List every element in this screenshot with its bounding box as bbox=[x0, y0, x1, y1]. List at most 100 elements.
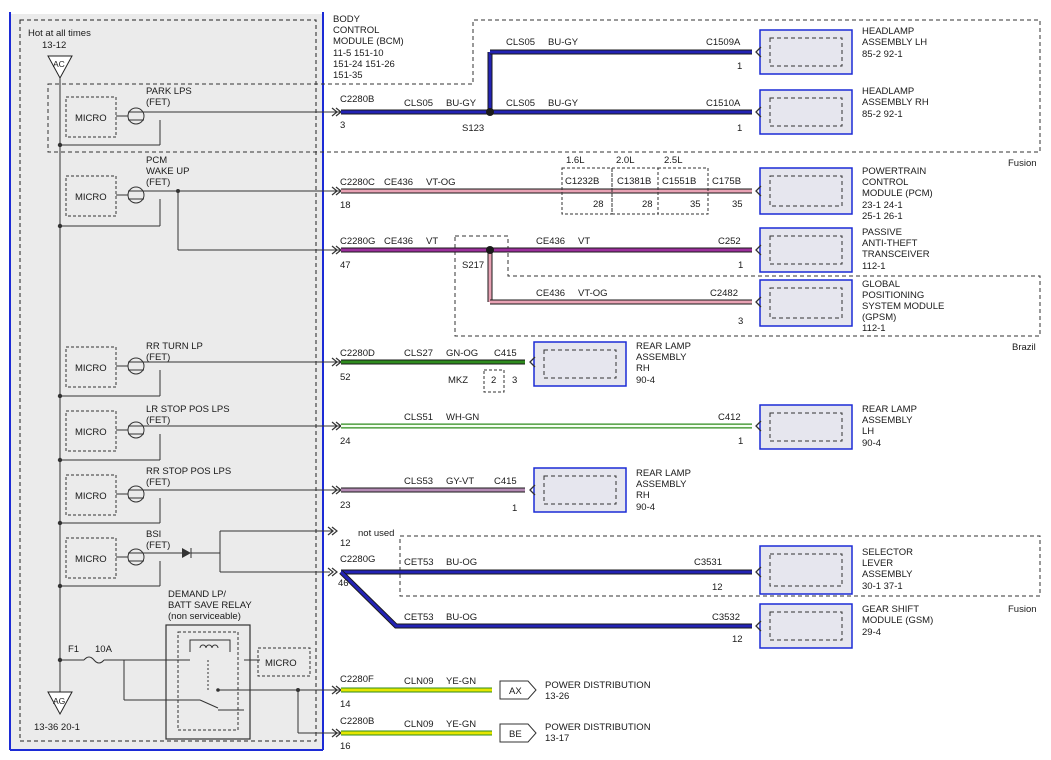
ag-label: AG bbox=[53, 696, 65, 706]
svg-text:1: 1 bbox=[512, 503, 517, 514]
svg-text:ASSEMBLY LH: ASSEMBLY LH bbox=[862, 37, 927, 48]
svg-text:CLS27: CLS27 bbox=[404, 348, 433, 359]
bsi-fet: MICRO BSI (FET) bbox=[60, 529, 332, 587]
svg-text:CLN09: CLN09 bbox=[404, 719, 434, 730]
svg-text:35: 35 bbox=[732, 199, 743, 210]
svg-text:1.6L: 1.6L bbox=[566, 155, 585, 166]
relay-micro bbox=[257, 647, 311, 677]
svg-text:90-4: 90-4 bbox=[636, 375, 655, 386]
svg-text:14: 14 bbox=[340, 699, 351, 710]
svg-text:ASSEMBLY RH: ASSEMBLY RH bbox=[862, 97, 929, 108]
svg-text:MICRO: MICRO bbox=[75, 491, 107, 502]
svg-text:23: 23 bbox=[340, 500, 351, 511]
svg-text:CLS05: CLS05 bbox=[506, 98, 535, 109]
bcm-title-1: BODY bbox=[333, 14, 361, 25]
fuse-rating: 10A bbox=[95, 644, 113, 655]
svg-text:AX: AX bbox=[509, 686, 522, 697]
svg-text:MICRO: MICRO bbox=[75, 427, 107, 438]
svg-text:C2280C: C2280C bbox=[340, 177, 375, 188]
svg-text:PCM: PCM bbox=[146, 155, 167, 166]
svg-text:C3531: C3531 bbox=[694, 557, 722, 568]
svg-text:29-4: 29-4 bbox=[862, 627, 881, 638]
svg-text:BE: BE bbox=[509, 729, 522, 740]
svg-text:REAR LAMP: REAR LAMP bbox=[636, 468, 691, 479]
svg-text:C2280B: C2280B bbox=[340, 716, 374, 727]
svg-text:C1381B: C1381B bbox=[617, 176, 651, 187]
relay-micro-label: MICRO bbox=[265, 658, 297, 669]
pats-box bbox=[755, 227, 853, 273]
svg-text:WAKE UP: WAKE UP bbox=[146, 166, 189, 177]
rear-lamp-rh-stop-box bbox=[529, 467, 627, 513]
fusion-region-headlamp bbox=[47, 19, 1041, 153]
demand-label-2: BATT SAVE RELAY bbox=[168, 600, 252, 611]
lr-stop-fet: MICRO LR STOP POS LPS (FET) bbox=[60, 404, 340, 461]
svg-text:MODULE (PCM): MODULE (PCM) bbox=[862, 188, 933, 199]
svg-text:MICRO: MICRO bbox=[75, 192, 107, 203]
svg-text:VT: VT bbox=[578, 236, 590, 247]
svg-text:VT-OG: VT-OG bbox=[578, 288, 608, 299]
engine-connectors bbox=[561, 167, 709, 215]
svg-text:12: 12 bbox=[732, 634, 743, 645]
svg-text:GY-VT: GY-VT bbox=[446, 476, 474, 487]
demand-relay-box bbox=[165, 624, 251, 740]
svg-text:C412: C412 bbox=[718, 412, 741, 423]
svg-text:(FET): (FET) bbox=[146, 352, 170, 363]
hot-ref: 13-12 bbox=[42, 40, 66, 51]
svg-text:1: 1 bbox=[737, 61, 742, 72]
svg-text:POSITIONING: POSITIONING bbox=[862, 290, 924, 301]
rr-turn-fet: MICRO RR TURN LP (FET) bbox=[60, 341, 340, 397]
svg-text:POWER DISTRIBUTION: POWER DISTRIBUTION bbox=[545, 722, 651, 733]
svg-text:(FET): (FET) bbox=[146, 477, 170, 488]
svg-text:28: 28 bbox=[593, 199, 604, 210]
svg-text:12: 12 bbox=[340, 538, 351, 549]
svg-text:GLOBAL: GLOBAL bbox=[862, 279, 900, 290]
svg-text:1: 1 bbox=[738, 436, 743, 447]
svg-text:C2280B: C2280B bbox=[340, 94, 374, 105]
svg-text:MKZ: MKZ bbox=[448, 375, 468, 386]
svg-text:18: 18 bbox=[340, 200, 351, 211]
svg-text:CE436: CE436 bbox=[384, 177, 413, 188]
svg-text:C2280F: C2280F bbox=[340, 674, 374, 685]
svg-text:3: 3 bbox=[512, 375, 517, 386]
svg-text:CLS53: CLS53 bbox=[404, 476, 433, 487]
gpsm-box bbox=[755, 279, 853, 327]
rear-lamp-lh-box bbox=[755, 404, 853, 450]
svg-text:C2280D: C2280D bbox=[340, 348, 375, 359]
hot-label: Hot at all times bbox=[28, 28, 91, 39]
svg-text:C415: C415 bbox=[494, 348, 517, 359]
svg-text:25-1 26-1: 25-1 26-1 bbox=[862, 211, 903, 222]
svg-text:ASSEMBLY: ASSEMBLY bbox=[862, 415, 913, 426]
rr-stop-fet: MICRO RR STOP POS LPS (FET) bbox=[60, 466, 340, 524]
svg-text:S217: S217 bbox=[462, 260, 484, 271]
svg-text:16: 16 bbox=[340, 741, 351, 752]
svg-text:112-1: 112-1 bbox=[862, 323, 886, 334]
svg-text:112-1: 112-1 bbox=[862, 261, 886, 272]
svg-text:PASSIVE: PASSIVE bbox=[862, 227, 902, 238]
svg-text:13-26: 13-26 bbox=[545, 691, 569, 702]
svg-text:S123: S123 bbox=[462, 123, 484, 134]
svg-text:C1510A: C1510A bbox=[706, 98, 741, 109]
svg-text:WH-GN: WH-GN bbox=[446, 412, 479, 423]
svg-text:1: 1 bbox=[738, 260, 743, 271]
svg-text:LH: LH bbox=[862, 426, 874, 437]
ag-ref: 13-36 20-1 bbox=[34, 722, 80, 733]
selector-lever-box bbox=[755, 545, 853, 595]
svg-text:YE-GN: YE-GN bbox=[446, 676, 476, 687]
svg-text:28: 28 bbox=[642, 199, 653, 210]
wire-gsm bbox=[339, 570, 752, 628]
svg-text:not used: not used bbox=[358, 528, 394, 539]
svg-text:52: 52 bbox=[340, 372, 351, 383]
svg-text:RH: RH bbox=[636, 490, 650, 501]
svg-text:C2280G: C2280G bbox=[340, 554, 375, 565]
svg-text:POWERTRAIN: POWERTRAIN bbox=[862, 166, 926, 177]
svg-text:CLS51: CLS51 bbox=[404, 412, 433, 423]
svg-text:RR STOP POS LPS: RR STOP POS LPS bbox=[146, 466, 231, 477]
svg-text:85-2 92-1: 85-2 92-1 bbox=[862, 49, 903, 60]
brazil-region bbox=[454, 235, 1041, 337]
svg-text:ANTI-THEFT: ANTI-THEFT bbox=[862, 238, 918, 249]
svg-text:LR STOP POS LPS: LR STOP POS LPS bbox=[146, 404, 230, 415]
ac-triangle bbox=[47, 55, 73, 80]
svg-text:ASSEMBLY: ASSEMBLY bbox=[862, 569, 913, 580]
svg-text:CLN09: CLN09 bbox=[404, 676, 434, 687]
bcm-dashed-box bbox=[19, 19, 317, 742]
